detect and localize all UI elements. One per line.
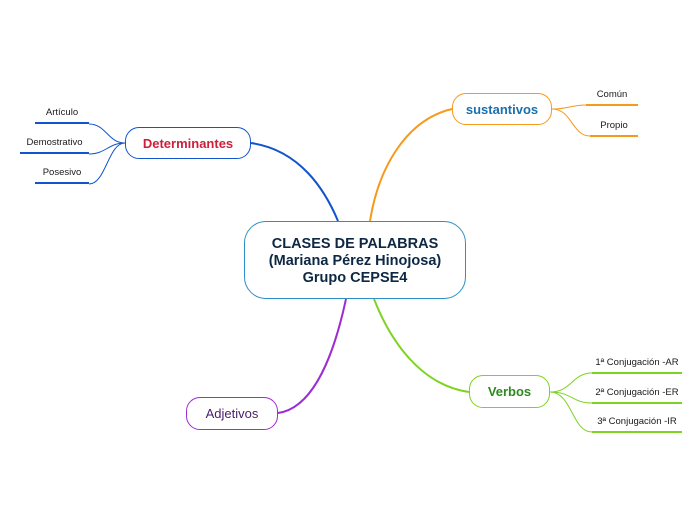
link-central-adjetivos	[277, 298, 347, 414]
link-sus-propio	[551, 108, 591, 137]
link-ver-ir	[549, 391, 593, 433]
subtopic-conjugacion-ir[interactable]: 3ª Conjugación -IR	[592, 416, 682, 433]
link-det-articulo	[88, 123, 126, 144]
link-sus-comun	[551, 104, 587, 110]
subtopic-articulo[interactable]: Artículo	[35, 107, 89, 124]
topic-adjetivos[interactable]: Adjetivos	[186, 397, 278, 430]
topic-sustantivos[interactable]: sustantivos	[452, 93, 552, 125]
subtopic-demostrativo[interactable]: Demostrativo	[20, 137, 89, 154]
subtopic-posesivo[interactable]: Posesivo	[35, 167, 89, 184]
subtopic-propio[interactable]: Propio	[590, 120, 638, 137]
subtopic-comun[interactable]: Común	[586, 89, 638, 106]
topic-determinantes[interactable]: Determinantes	[125, 127, 251, 159]
topic-verbos[interactable]: Verbos	[469, 375, 550, 408]
central-topic[interactable]: CLASES DE PALABRAS (Mariana Pérez Hinojo…	[244, 221, 466, 299]
link-central-verbos	[373, 298, 470, 393]
link-det-posesivo	[88, 142, 126, 185]
link-central-determinantes	[250, 142, 339, 222]
link-central-sustantivos	[369, 108, 453, 222]
subtopic-conjugacion-er[interactable]: 2ª Conjugación -ER	[592, 387, 682, 404]
link-ver-ar	[549, 372, 593, 393]
subtopic-conjugacion-ar[interactable]: 1ª Conjugación -AR	[592, 357, 682, 374]
